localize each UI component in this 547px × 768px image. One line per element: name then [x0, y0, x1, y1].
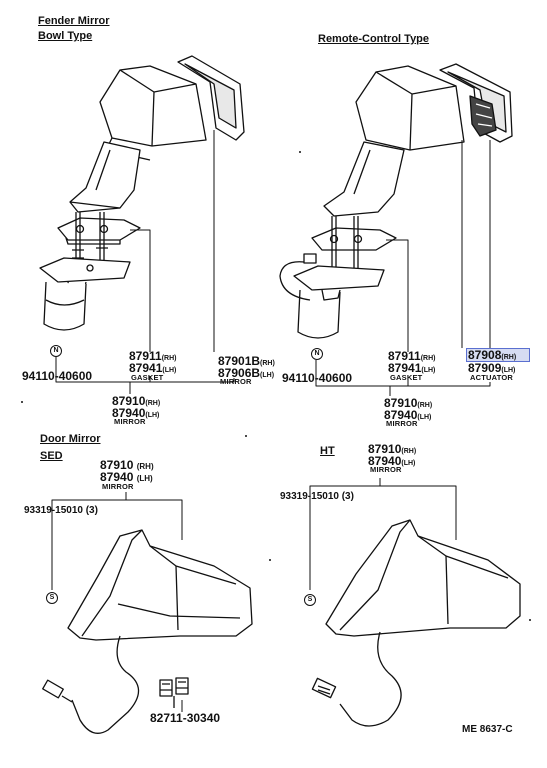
part-gasket-rh-bowl: 87911(RH)	[129, 349, 177, 363]
bowl-gasket-drawing	[57, 217, 141, 245]
part-gasket-rh-remote: 87911(RH)	[388, 349, 436, 363]
part-mirror-rh-bowl: 87910(RH)	[112, 394, 161, 408]
label-mirror-sed: MIRROR	[102, 482, 134, 491]
bowl-base-drawing	[39, 257, 131, 331]
nut-symbol-bowl: N	[50, 345, 62, 357]
label-mirror-bowl: MIRROR	[114, 417, 146, 426]
remote-actuator-drawing	[469, 95, 497, 137]
part-gasket-lh-remote: 87941(LH)	[388, 361, 436, 375]
remote-stay-drawing	[323, 141, 405, 217]
part-glass-lh-bowl: 87906B(LH)	[218, 366, 275, 380]
heading-remote-control-type: Remote-Control Type	[318, 33, 430, 45]
heading-bowl-type: Bowl Type	[38, 30, 93, 42]
screw-symbol-ht: S	[304, 594, 316, 606]
label-mirror-remote: MIRROR	[386, 419, 418, 428]
heading-door-mirror: Door Mirror	[40, 433, 101, 445]
heading-ht: HT	[320, 445, 335, 457]
part-mirror-rh-sed: 87910 (RH)	[100, 458, 154, 472]
part-gasket-lh-bowl: 87941(LH)	[129, 361, 177, 375]
part-screw-ht: 93319-15010 (3)	[280, 491, 354, 502]
ht-mirror-drawing	[325, 519, 521, 637]
bowl-mirror-glass-drawing	[177, 55, 245, 141]
label-gasket-bowl: GASKET	[131, 373, 164, 382]
label-mirror-ht: MIRROR	[370, 465, 402, 474]
label-actuator: ACTUATOR	[470, 373, 513, 382]
part-nut-bowl: 94110-40600	[22, 369, 93, 383]
remote-base-drawing	[293, 265, 385, 339]
remote-wire-drawing	[279, 253, 317, 301]
heading-fender-mirror: Fender Mirror	[38, 15, 110, 27]
part-mirror-rh-remote: 87910(RH)	[384, 396, 433, 410]
bowl-stay-drawing	[69, 141, 141, 213]
remote-mirror-housing-drawing	[355, 65, 465, 151]
bowl-leader-lines	[55, 130, 235, 394]
heading-sed: SED	[40, 450, 63, 462]
part-glass-rh-bowl: 87901B(RH)	[218, 354, 275, 368]
part-actuator-lh: 87909(LH)	[468, 361, 516, 375]
ht-wire-drawing	[311, 631, 402, 727]
part-actuator-rh[interactable]: 87908(RH)	[468, 348, 517, 362]
part-mirror-lh-sed: 87940 (LH)	[100, 470, 153, 484]
part-screw-sed: 93319-15010 (3)	[24, 505, 98, 516]
ht-mirror-leaders	[309, 478, 457, 590]
part-clip-sed: 82711-30340	[150, 711, 221, 725]
part-mirror-lh-bowl: 87940(LH)	[112, 406, 160, 420]
nut-symbol-remote: N	[311, 348, 323, 360]
remote-leader-lines	[315, 140, 491, 396]
part-mirror-lh-remote: 87940(LH)	[384, 408, 432, 422]
screw-symbol-sed: S	[46, 592, 58, 604]
sed-wire-drawing	[42, 635, 140, 734]
sed-mirror-leaders	[51, 492, 183, 590]
part-mirror-rh-ht: 87910(RH)	[368, 442, 417, 456]
part-mirror-lh-ht: 87940(LH)	[368, 454, 416, 468]
specks	[21, 151, 531, 621]
actuator-highlight[interactable]	[466, 348, 530, 362]
diagram-code: ME 8637-C	[462, 724, 513, 735]
label-gasket-remote: GASKET	[390, 373, 423, 382]
sed-mirror-drawing	[67, 529, 253, 641]
sed-clip-drawing	[159, 677, 189, 708]
part-nut-remote: 94110-40600	[282, 371, 353, 385]
label-glass-bowl: MIRROR	[220, 377, 252, 386]
